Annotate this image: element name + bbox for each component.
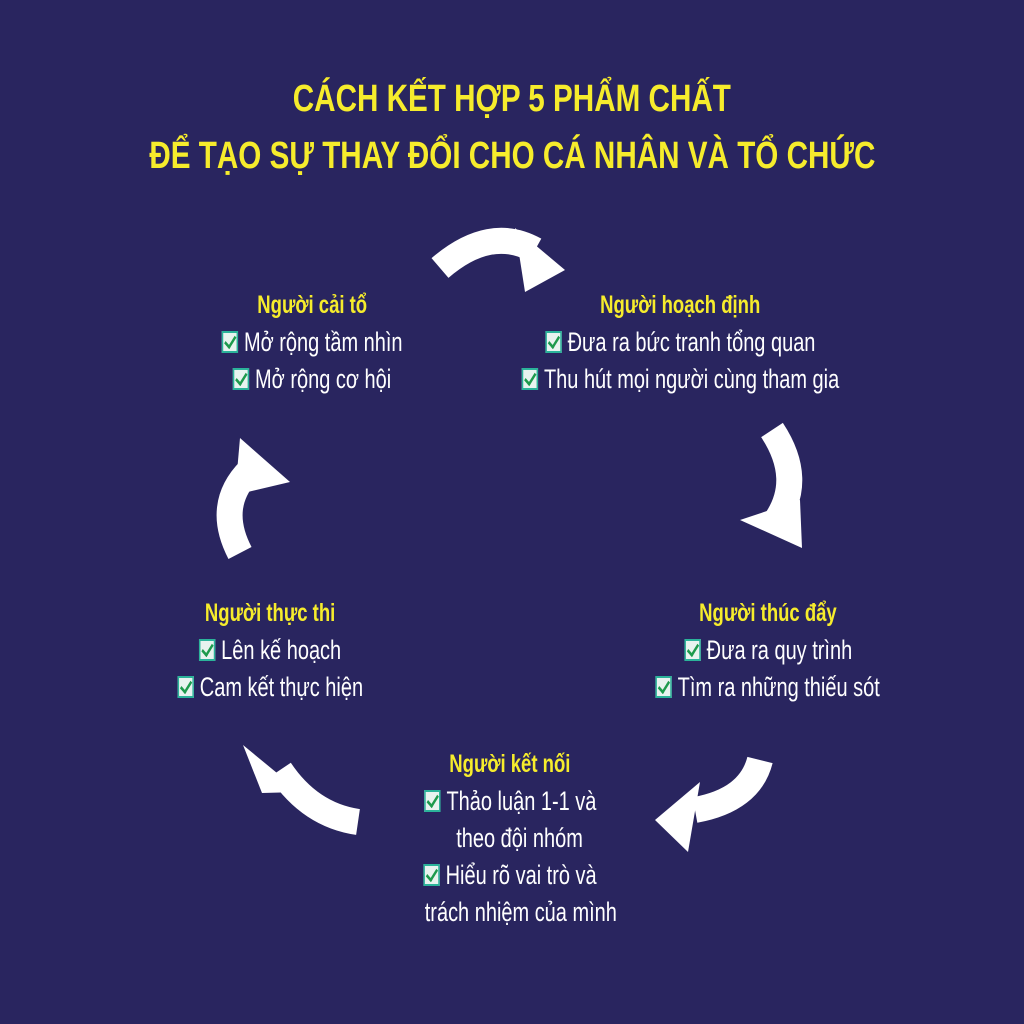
checkbox-icon [232,368,250,390]
checkbox-icon [684,639,701,661]
checkbox-icon [423,790,441,812]
role-heading: Người thực thi [204,599,336,627]
role-item: Tìm ra những thiếu sót [678,672,881,702]
arrowhead-right-icon [740,500,802,548]
role-item: trách nhiệm của mình [424,897,618,927]
role-cai-to: Người cải tổ Mở rộng tầm nhìn Mở rộng cơ… [82,287,542,398]
role-heading: Người cải tổ [257,291,367,319]
arrowhead-bottom-left-icon [243,745,300,793]
role-item: theo đội nhóm [456,823,584,853]
role-item: Lên kế hoạch [221,635,342,665]
title-line-2: ĐỂ TẠO SỰ THAY ĐỔI CHO CÁ NHÂN VÀ TỔ CHỨ… [148,135,876,177]
role-heading: Người hoạch định [599,291,761,319]
role-item: Mở rộng cơ hội [255,364,392,394]
role-item: Thảo luận 1-1 và [446,786,597,816]
checkbox-icon [423,864,440,886]
checkbox-icon [544,331,562,353]
role-item: Cam kết thực hiện [199,672,363,702]
title-line-1: CÁCH KẾT HỢP 5 PHẨM CHẤT [292,78,732,120]
role-heading: Người thúc đẩy [699,599,837,627]
role-heading: Người kết nối [449,750,571,778]
role-thuc-day: Người thúc đẩy Đưa ra quy trình Tìm ra n… [538,595,998,706]
arrowhead-top-icon [515,228,565,292]
role-ket-noi: Người kết nối Thảo luận 1-1 và theo đội … [280,746,740,931]
arrowhead-bottom-right-icon [655,782,700,852]
role-item: Mở rộng tầm nhìn [243,327,403,357]
arrow-bottom-right-icon [692,756,773,823]
checkbox-icon [521,368,538,390]
role-hoach-dinh: Người hoạch định Đưa ra bức tranh tổng q… [450,287,910,398]
checkbox-icon [177,676,194,698]
role-item: Đưa ra bức tranh tổng quan [567,327,815,357]
checkbox-icon [655,676,673,698]
role-item: Thu hút mọi người cùng tham gia [543,364,839,394]
role-item: Đưa ra quy trình [706,635,852,665]
checkbox-icon [198,639,216,661]
checkbox-icon [221,331,238,353]
role-thuc-thi: Người thực thi Lên kế hoạch Cam kết thực… [40,595,500,706]
arrow-bottom-left-icon [269,762,361,835]
role-item: Hiểu rõ vai trò và [445,860,597,890]
arrowhead-left-icon [235,438,290,495]
